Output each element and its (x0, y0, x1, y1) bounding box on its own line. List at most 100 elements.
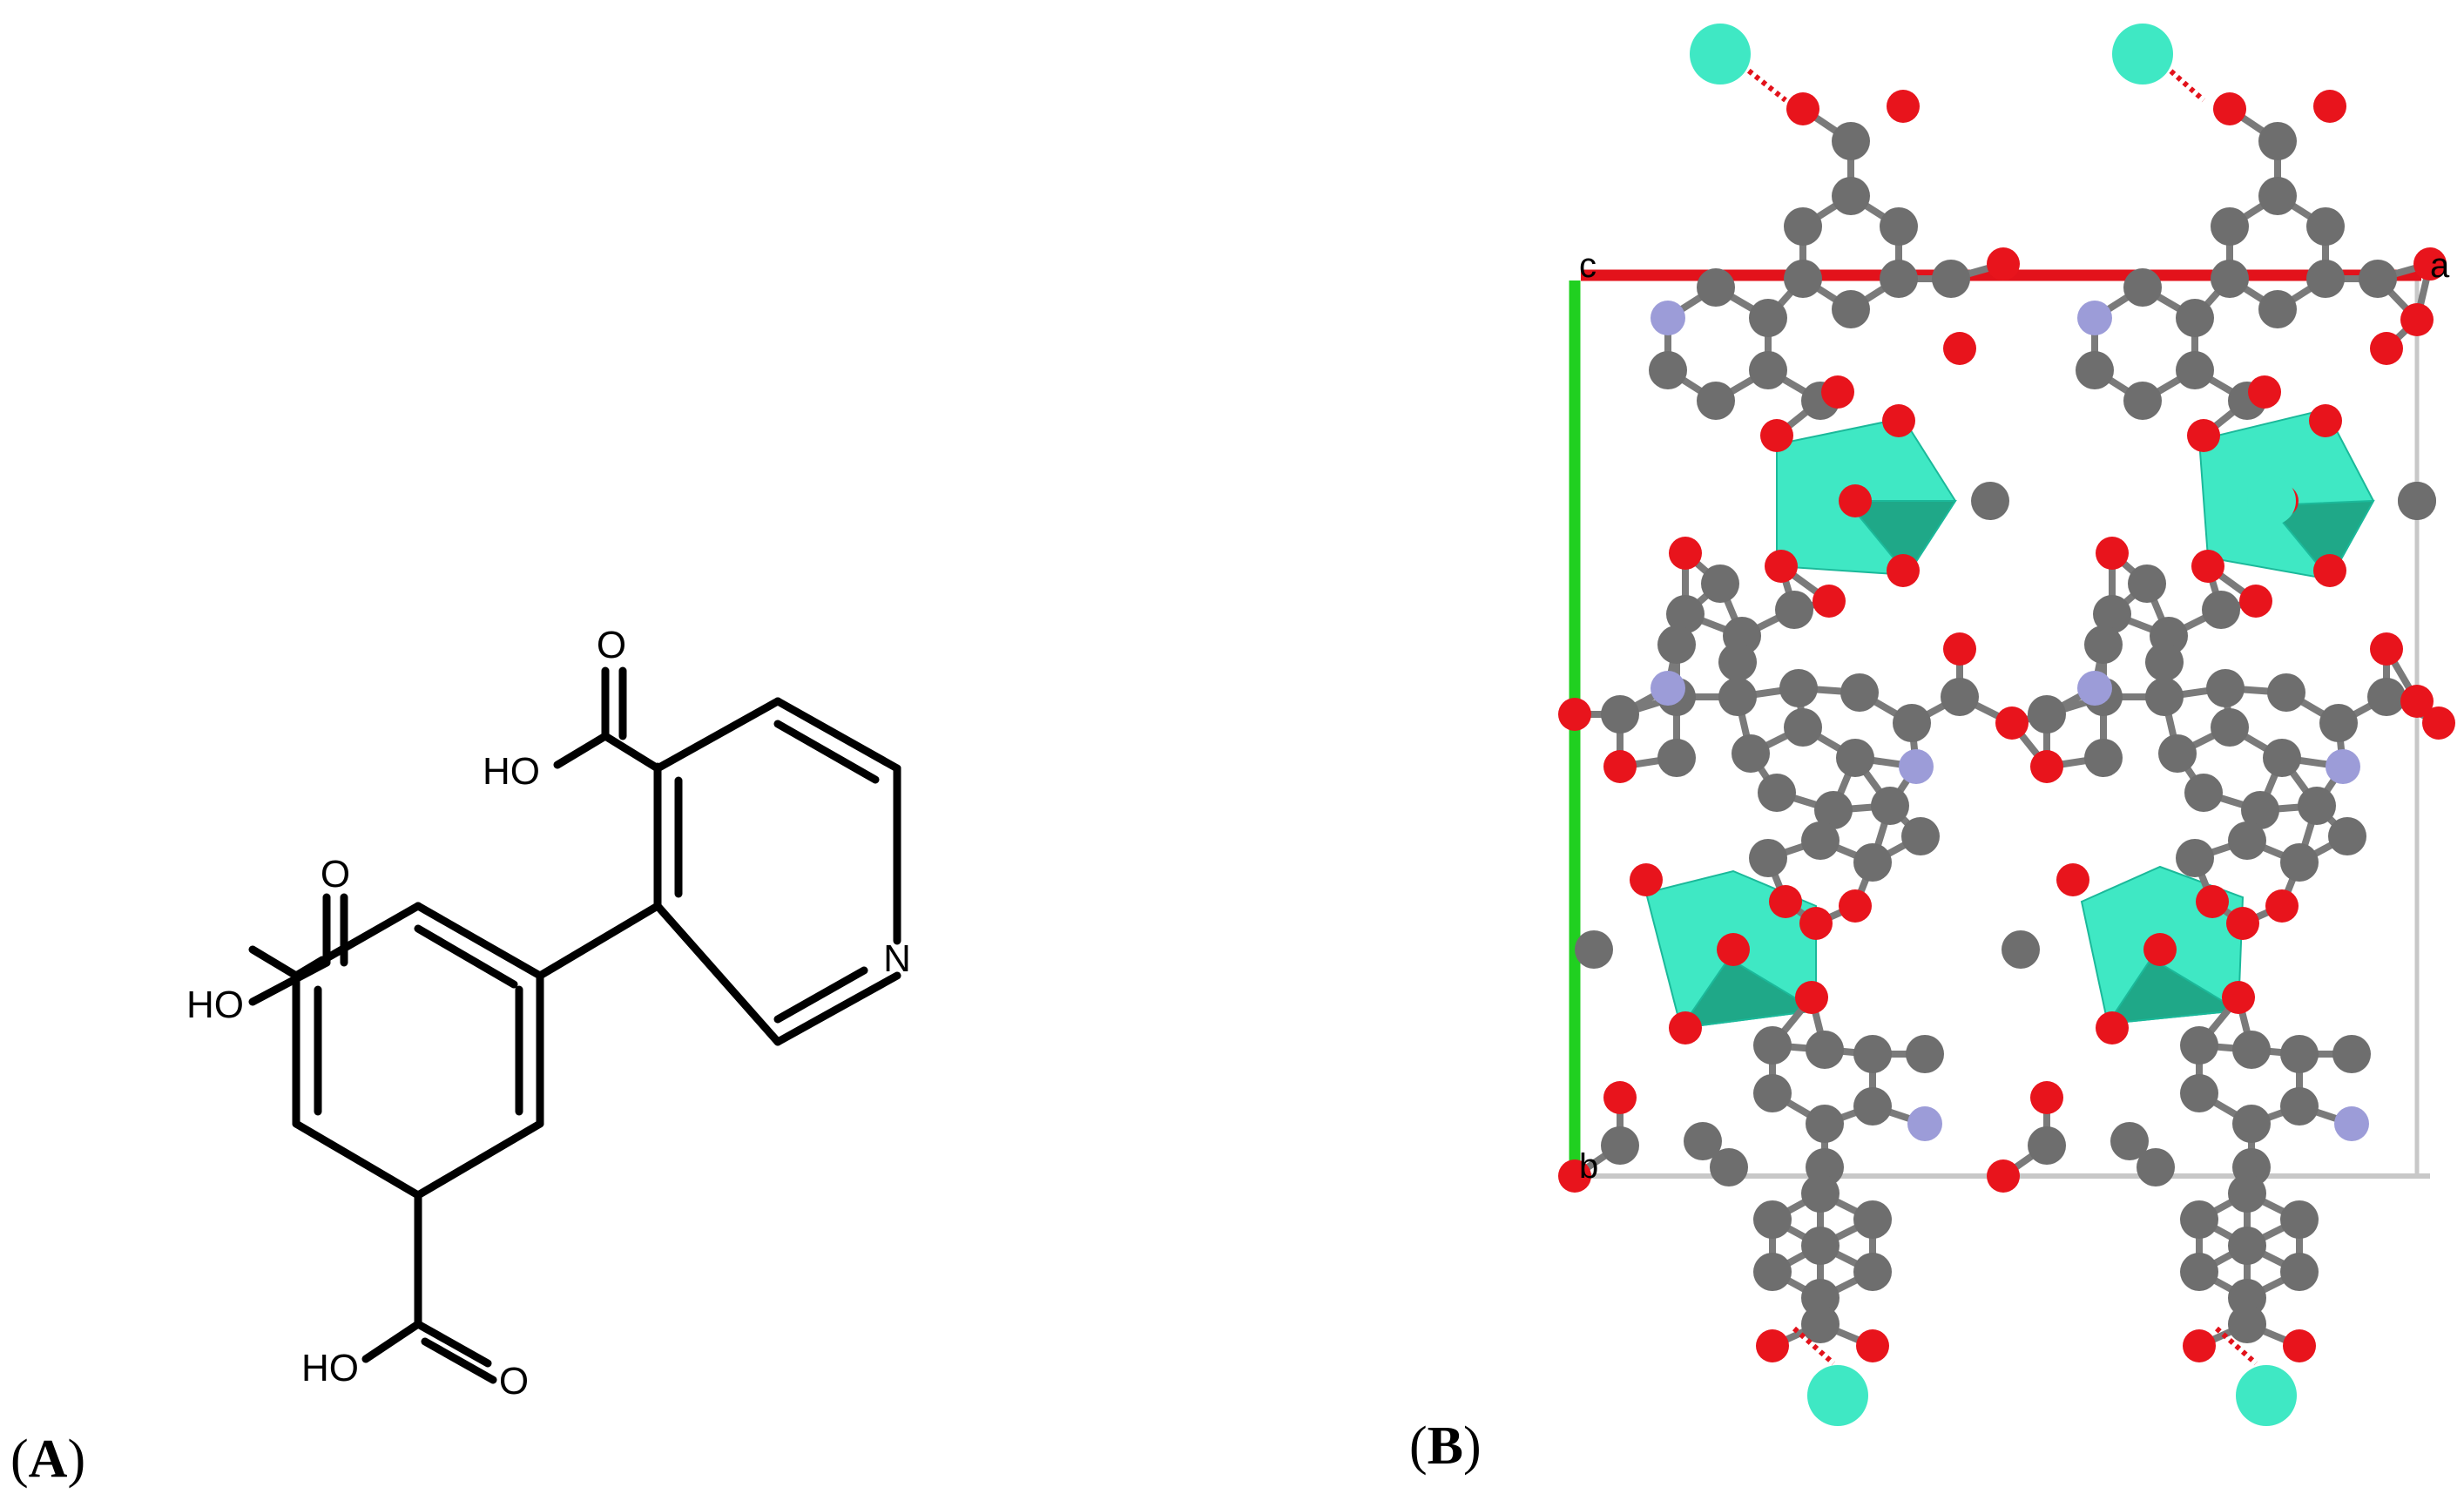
carbon-atom (2263, 739, 2301, 777)
carbon-atom (1601, 1126, 1639, 1165)
carbon-atom (1749, 299, 1787, 337)
carbon-atom (1832, 290, 1870, 328)
carbon-atom (1801, 1305, 1840, 1343)
crystal-atoms (1558, 90, 2455, 1362)
carbon-atom (2328, 817, 2366, 855)
oxygen-atom (2030, 750, 2063, 783)
oxygen-atom (2239, 585, 2272, 618)
oxygen-atom (1987, 247, 2020, 281)
benzene-ring (292, 902, 544, 1200)
carbon-atom (2002, 930, 2040, 969)
carbon-atom (1853, 1035, 1892, 1073)
oxygen-atom (1769, 885, 1802, 918)
metal-ion (1807, 1365, 1868, 1426)
oxygen-atom (2248, 375, 2281, 409)
carbon-atom (1701, 564, 1739, 603)
carboxyl-left (248, 893, 348, 1006)
carbon-atom (2028, 695, 2066, 733)
panel-label-b: (B) (1409, 1416, 1482, 1476)
carbon-atom (1932, 260, 1970, 298)
carbon-atom (1784, 260, 1822, 298)
carbon-atom (2084, 625, 2123, 664)
carbon-atom (2180, 1026, 2218, 1065)
oxygen-atom (1756, 1329, 1789, 1362)
oxygen-atom (2422, 706, 2455, 740)
carbon-atom (1753, 1253, 1792, 1291)
oxygen-atom (2096, 537, 2129, 570)
oxygen-atom (1669, 1011, 1702, 1044)
carbon-atom (1880, 207, 1918, 246)
carbon-atom (2280, 1035, 2319, 1073)
carbon-atom (1666, 595, 1705, 633)
panel-b-crystal: c a b (1558, 24, 2455, 1426)
oxygen-atom (1603, 750, 1637, 783)
axis-label-c: c (1579, 247, 1597, 285)
carbon-atom (1901, 817, 1940, 855)
carbon-atom (1784, 207, 1822, 246)
carbon-atom (2180, 1074, 2218, 1112)
carbon-atom (1836, 739, 1874, 777)
carbon-atom (1657, 739, 1696, 777)
carbon-atom (2184, 774, 2223, 812)
carbon-atom (1697, 268, 1735, 307)
oxygen-atom (1887, 554, 1920, 587)
carbon-atom (2137, 1148, 2175, 1186)
carbon-atom (1853, 1087, 1892, 1126)
oxygen-atom (1786, 92, 1819, 125)
oxygen-atom (1839, 484, 1872, 517)
oxygen-atom (2413, 247, 2447, 281)
oxygen-atom (2187, 419, 2220, 452)
carbon-atom (1649, 351, 1687, 389)
oxygen-atom (2030, 1081, 2063, 1114)
nitrogen-atom (1651, 671, 1685, 706)
carbon-atom (1753, 1026, 1792, 1065)
carbon-atom (2180, 1253, 2218, 1291)
atom-label-n: N (883, 937, 911, 980)
carbon-atom (2306, 207, 2345, 246)
oxygen-atom (1765, 550, 1798, 583)
carbon-atom (2228, 821, 2266, 860)
carbon-atom (2110, 1122, 2149, 1160)
axis-label-a: a (2430, 247, 2450, 285)
carbon-atom (1575, 930, 1613, 969)
atom-label-o-bottom: O (499, 1360, 529, 1403)
oxygen-atom (1558, 1159, 1591, 1193)
oxygen-atom (2400, 303, 2434, 336)
oxygen-atom (1887, 90, 1920, 123)
carbon-atom (1753, 1074, 1792, 1112)
carbon-atom (2267, 673, 2305, 712)
carbon-atom (2232, 1031, 2271, 1069)
oxygen-atom (2370, 332, 2403, 365)
oxygen-atom (1669, 537, 1702, 570)
atom-label-o-left: O (321, 853, 350, 896)
oxygen-atom (2196, 885, 2229, 918)
carbon-atom (2211, 260, 2249, 298)
oxygen-atom (2309, 404, 2342, 437)
nitrogen-atom (1907, 1106, 1942, 1141)
carbon-atom (2332, 1035, 2371, 1073)
carbon-atom (2176, 839, 2214, 877)
oxygen-atom (2226, 907, 2259, 940)
oxygen-atom (2143, 933, 2177, 966)
oxygen-atom (1839, 889, 1872, 923)
nitrogen-atom (2077, 301, 2112, 335)
carbon-atom (1801, 1174, 1840, 1213)
carbon-atom (1941, 678, 1979, 716)
metal-ion (2247, 477, 2296, 525)
metal-ion (2236, 1365, 2297, 1426)
oxygen-atom (1995, 706, 2029, 740)
oxygen-atom (1558, 698, 1591, 731)
carbon-atom (1710, 1148, 1748, 1186)
carbon-atom (1779, 669, 1818, 707)
oxygen-atom (2283, 1329, 2316, 1362)
oxygen-atom (1943, 632, 1976, 666)
nitrogen-atom (1899, 749, 1934, 784)
carbon-atom (2128, 564, 2166, 603)
metal-ion (2112, 24, 2173, 85)
carbon-atom (1753, 1200, 1792, 1239)
oxygen-atom (2222, 981, 2255, 1014)
carbon-atom (2306, 260, 2345, 298)
carbon-atom (1880, 260, 1918, 298)
carbon-atom (2145, 643, 2184, 681)
